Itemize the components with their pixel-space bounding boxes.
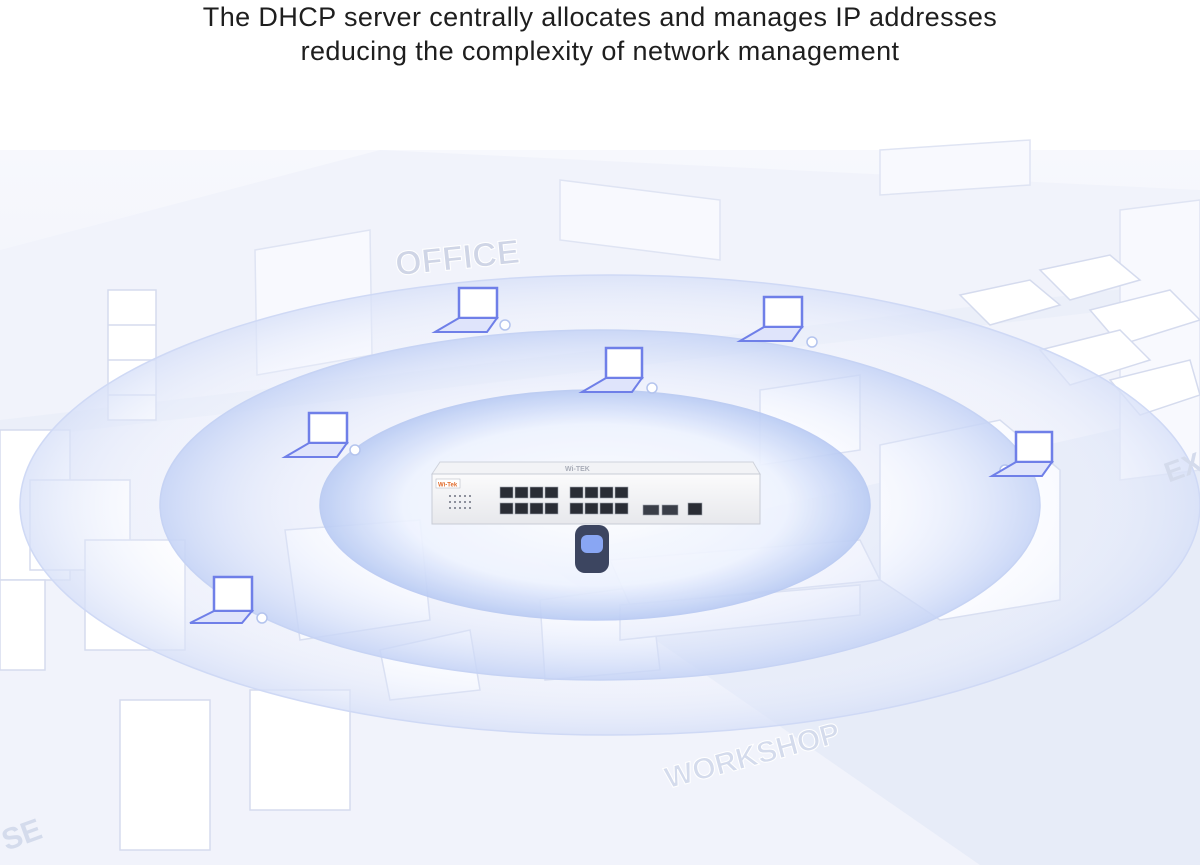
headline-line-1: The DHCP server centrally allocates and …	[202, 2, 998, 32]
network-switch-icon: Wi-Tek Wi-TEK	[431, 461, 761, 525]
robot-icon	[575, 525, 609, 573]
switch-brand-logo	[435, 478, 461, 489]
status-led-grid	[449, 495, 471, 509]
console-port	[687, 502, 703, 516]
laptop-icon	[431, 286, 499, 333]
rj45-port-block	[499, 486, 629, 515]
laptop-icon	[736, 295, 804, 342]
switch-top-logo: Wi-TEK	[565, 466, 590, 473]
headline: The DHCP server centrally allocates and …	[0, 0, 1200, 90]
sfp-port-block	[642, 504, 679, 516]
laptop-icon	[281, 411, 349, 458]
switch-brand-text: Wi-Tek	[438, 483, 458, 489]
headline-line-2: reducing the complexity of network manag…	[300, 36, 900, 66]
laptop-icon	[189, 575, 255, 624]
laptop-icon	[578, 346, 644, 393]
laptop-icon	[988, 430, 1054, 477]
office-walls	[254, 139, 1200, 481]
